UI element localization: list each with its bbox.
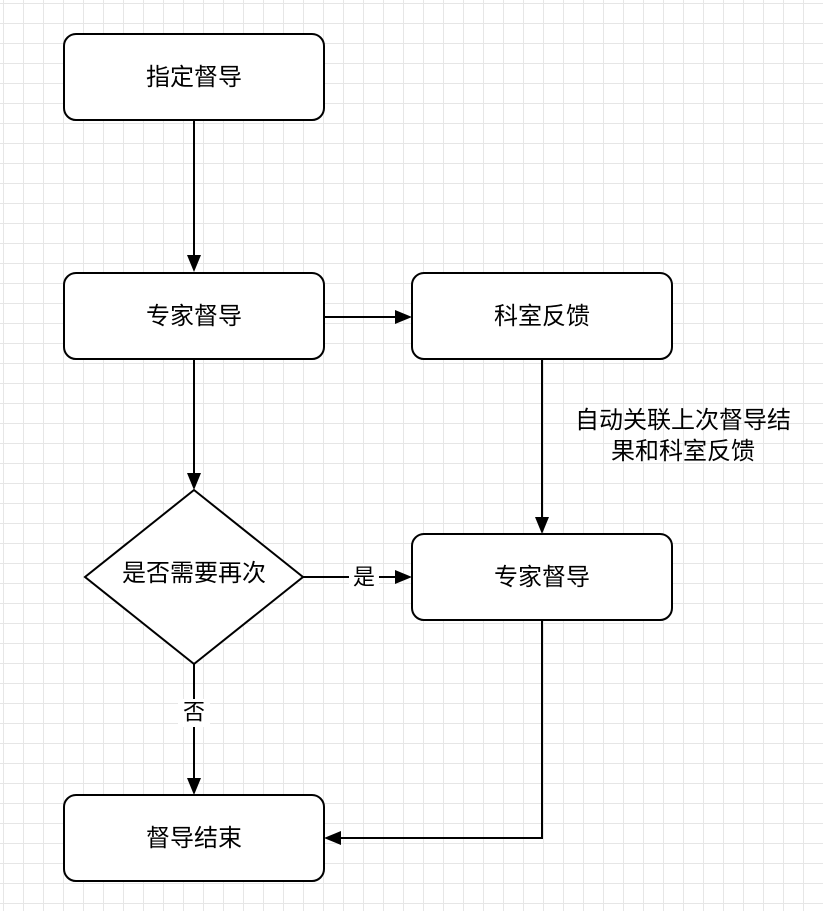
node-expert-supervision-2[interactable]: [411, 533, 673, 621]
node-assign-supervision-label: 指定督导: [146, 63, 242, 91]
arrowhead-feedback-to-expert2: [535, 517, 549, 534]
yes-label: 是: [353, 566, 375, 591]
node-expert-supervision-1-label: 专家督导: [146, 302, 242, 330]
annotation-line-2: 果和科室反馈: [611, 437, 755, 465]
node-supervision-end[interactable]: [63, 794, 325, 882]
annotation-line-1: 自动关联上次督导结: [575, 406, 791, 434]
yes-label-bg: [349, 564, 379, 590]
arrowhead-expert-to-decision: [187, 473, 201, 490]
arrowhead-expert-to-feedback: [395, 310, 412, 324]
arrowhead-decision-yes: [395, 570, 412, 584]
node-department-feedback[interactable]: [411, 272, 673, 360]
node-decision-again-label: 是否需要再次: [122, 559, 266, 587]
arrowhead-assign-to-expert: [187, 255, 201, 272]
arrowhead-decision-no: [187, 778, 201, 795]
no-label: 否: [183, 701, 205, 726]
no-label-bg: [178, 699, 210, 727]
edge-expert2-to-end: [341, 620, 543, 839]
node-decision-again[interactable]: [83, 488, 305, 666]
arrowhead-expert2-to-end: [324, 831, 341, 845]
node-assign-supervision[interactable]: [63, 33, 325, 121]
node-expert-supervision-2-label: 专家督导: [494, 563, 590, 591]
node-department-feedback-label: 科室反馈: [494, 302, 590, 330]
node-expert-supervision-1[interactable]: [63, 272, 325, 360]
node-supervision-end-label: 督导结束: [146, 824, 242, 852]
